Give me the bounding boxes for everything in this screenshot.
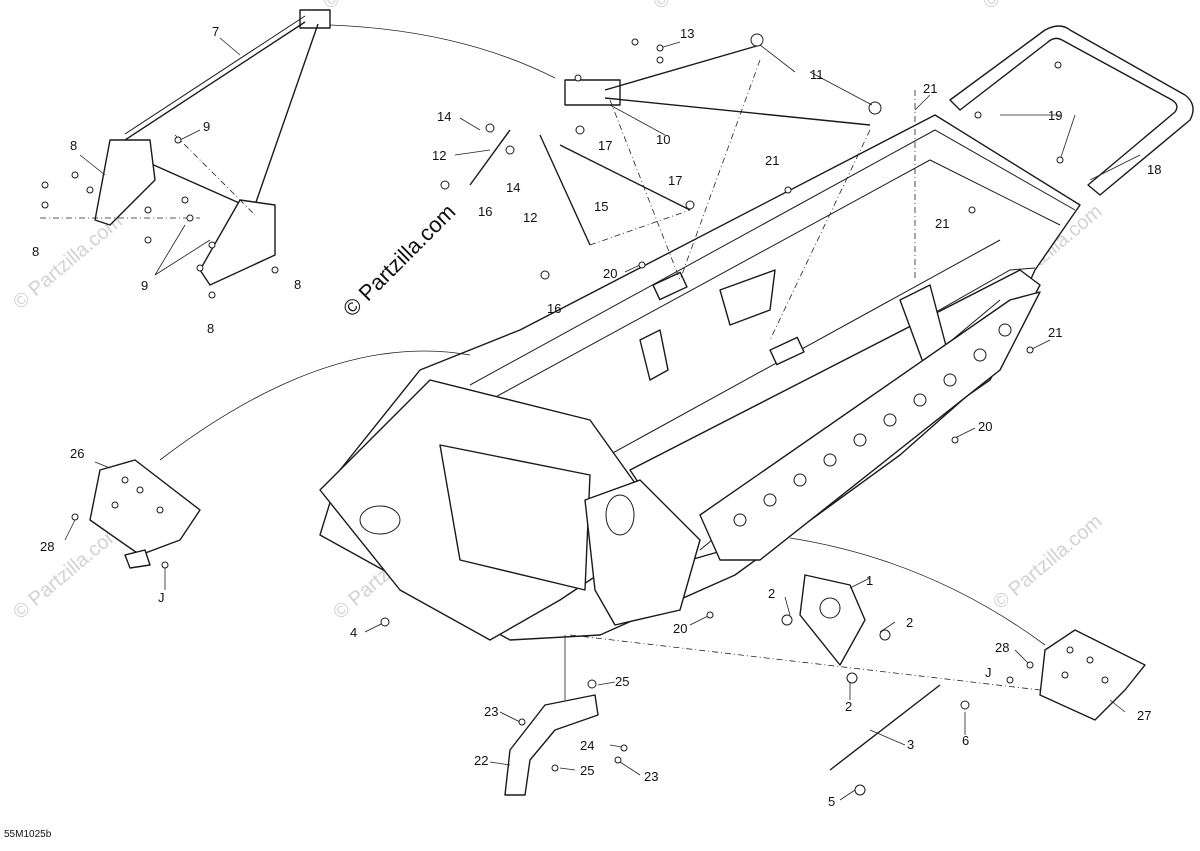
callout-label: J (985, 665, 992, 680)
callout-label: 9 (203, 119, 210, 134)
callout-label: 8 (70, 138, 77, 153)
callout-label: 3 (907, 737, 914, 752)
assembly-lines (40, 59, 1041, 691)
watermark-text: © Partzilla.com (9, 210, 126, 313)
callout-label: 25 (580, 763, 594, 778)
callout-label: 14 (506, 180, 520, 195)
callout-label: 11 (810, 67, 824, 82)
callout-label: 21 (1048, 325, 1062, 340)
watermark-text: © Partzilla.com (9, 520, 126, 623)
callout-label: 7 (212, 24, 219, 39)
callout-label: 6 (962, 733, 969, 748)
callout-label: 21 (935, 216, 949, 231)
callout-label: 26 (70, 446, 84, 461)
callout-label: 19 (1048, 108, 1062, 123)
callout-label: 17 (598, 138, 612, 153)
callout-label: 20 (673, 621, 687, 636)
callout-label: 8 (32, 244, 39, 259)
callout-label: 17 (668, 173, 682, 188)
callout-label: 12 (432, 148, 446, 163)
watermark-text: © Partzilla.com (319, 0, 436, 14)
callout-label: 22 (474, 753, 488, 768)
cross-shaft (829, 684, 941, 771)
callout-label: 5 (828, 794, 835, 809)
callout-label: 28 (995, 640, 1009, 655)
callout-label: 15 (594, 199, 608, 214)
callout-label: 2 (845, 699, 852, 714)
callout-label: 16 (547, 301, 561, 316)
callout-label: 25 (615, 674, 629, 689)
callout-label: 2 (906, 615, 913, 630)
footrest-bracket-left (89, 459, 201, 569)
callout-label: 16 (478, 204, 492, 219)
callout-label: 2 (768, 586, 775, 601)
watermark-main: © Partzilla.com (338, 199, 461, 322)
footrest-perforations (699, 291, 1041, 561)
callout-label: 24 (580, 738, 594, 753)
watermark-text: © Partzilla.com (649, 0, 766, 14)
callout-label: 1 (866, 573, 873, 588)
watermark-text: © Partzilla.com (989, 510, 1106, 613)
callout-label: 9 (141, 278, 148, 293)
assembly-arrows (159, 24, 1046, 700)
callout-label: 21 (765, 153, 779, 168)
steering-support-frame (94, 9, 331, 286)
bumper-strip (504, 694, 599, 796)
callout-label: 13 (680, 26, 694, 41)
fastener-set (41, 38, 1064, 796)
callout-label: 4 (350, 625, 357, 640)
watermark-text: © Partzilla.com (979, 0, 1096, 14)
chassis-frame (319, 114, 1081, 641)
tie-rods (469, 129, 691, 246)
callout-label: 14 (437, 109, 451, 124)
callout-label: 27 (1137, 708, 1151, 723)
callout-labels: 1 2 2 2 2 3 4 5 6 7 8 8 8 8 9 9 10 11 12… (32, 24, 1161, 809)
callout-label: 21 (923, 81, 937, 96)
rear-bumper (949, 25, 1194, 196)
column-brace (564, 33, 882, 126)
drawing-code: 55M1025b (4, 829, 52, 840)
callout-label: 12 (523, 210, 537, 225)
callout-label: 8 (294, 277, 301, 292)
gusset-bracket (799, 574, 866, 666)
callout-label: 23 (644, 769, 658, 784)
callout-label: 23 (484, 704, 498, 719)
callout-label: J (158, 590, 165, 605)
callout-label: 18 (1147, 162, 1161, 177)
callout-label: 8 (207, 321, 214, 336)
callout-label: 20 (978, 419, 992, 434)
callout-label: 10 (656, 132, 670, 147)
footrest-bracket-right (1039, 629, 1146, 721)
callout-label: 20 (603, 266, 617, 281)
callout-label: 28 (40, 539, 54, 554)
